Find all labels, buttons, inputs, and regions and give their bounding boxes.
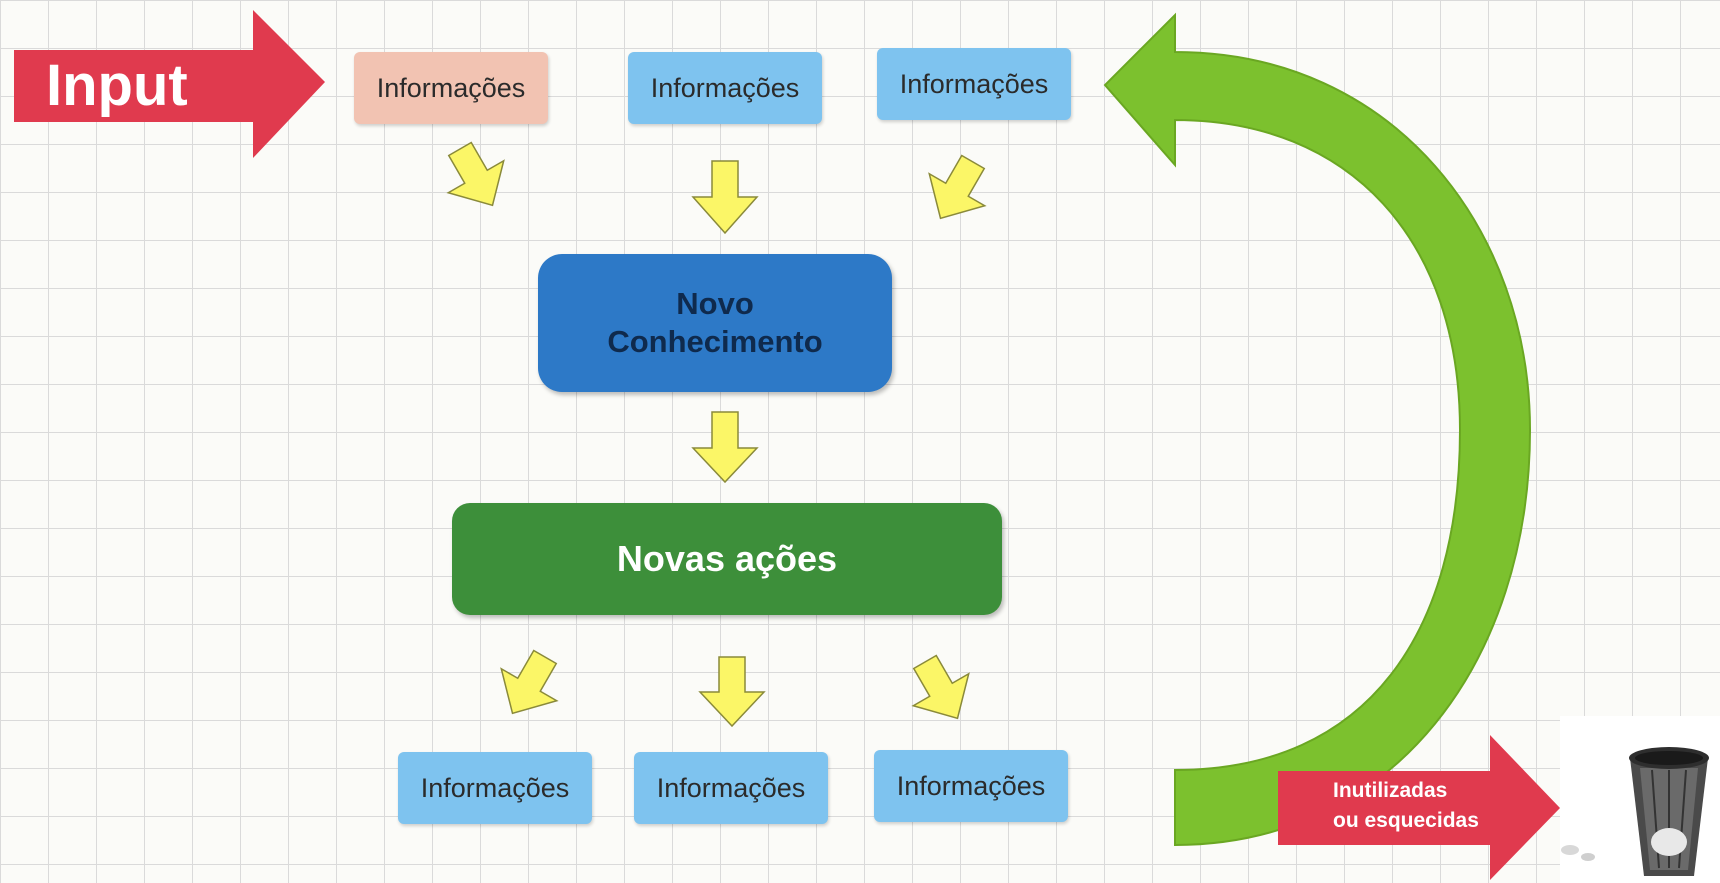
knowledge-box-line1: Novo [676,286,754,321]
knowledge-box-line2: Conhecimento [607,324,823,359]
down-arrow [928,154,987,220]
info-box-top-1: Informações [354,52,548,124]
feedback-loop-arrow [1103,12,1532,847]
knowledge-box: Novo Conhecimento [538,254,892,392]
down-arrow [446,141,505,207]
info-box-bottom-3: Informações [874,750,1068,822]
down-arrow [698,656,766,728]
output-arrow [1278,735,1560,880]
info-box-bottom-2: Informações [634,752,828,824]
down-arrow [691,160,759,235]
info-box-bottom-1: Informações [398,752,592,824]
down-arrow [500,649,559,715]
trash-can-icon [1560,716,1720,883]
actions-box: Novas ações [452,503,1002,615]
down-arrow [911,654,970,720]
discard-label: Inutilizadas ou esquecidas [1333,776,1479,836]
discard-label-line2: ou esquecidas [1333,809,1479,832]
input-arrow [14,10,325,158]
down-arrow [691,411,759,484]
input-label: Input [46,53,188,118]
discard-label-line1: Inutilizadas [1333,779,1448,802]
info-box-top-3: Informações [877,48,1071,120]
info-box-top-2: Informações [628,52,822,124]
